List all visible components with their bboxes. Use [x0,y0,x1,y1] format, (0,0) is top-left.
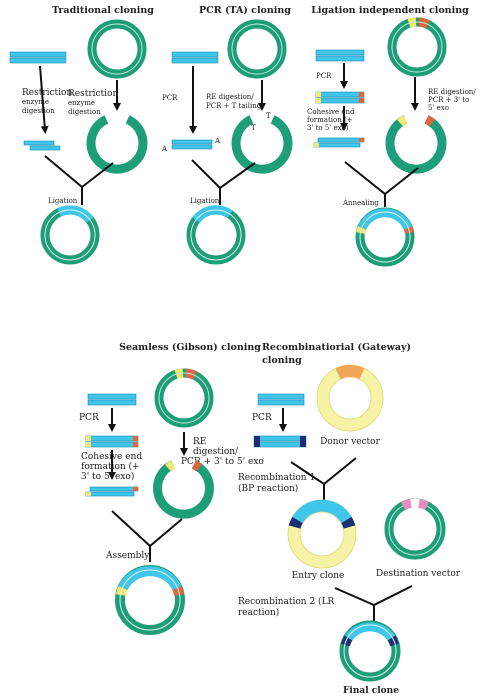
panel-title-gateway: Recombinatiorial (Gateway) cloning [262,342,414,366]
a-overhang-right: A [214,137,221,145]
pcr-product-with-ends [315,91,365,104]
insert-fragment [171,51,219,64]
panel-title-traditional: Traditional cloning [52,5,154,16]
cohesive-end-label: Cohesive end formation (+ 3' to 5' exo) [81,452,145,482]
entry-clone [287,499,357,569]
pcr-product-with-ends [85,435,139,448]
join-lines [334,585,413,622]
annealing-label: Annealing [342,199,379,207]
insert-fragment [87,393,137,406]
panel-lic: Ligation independent cloning PCR Cohesiv… [307,5,478,267]
pcr-label: PCR [316,72,332,80]
panel-title-lic: Ligation independent cloning [311,5,469,16]
recombination2-label: Recombination 2 (LR reaction) [238,596,337,618]
digested-insert [23,140,61,151]
cohesive-insert [313,137,365,148]
recombinant-plasmid [186,205,246,265]
destination-vector [384,498,446,560]
panel-title-gibson: Seamless (Gibson) cloning [119,342,261,353]
insert-fragment [315,49,365,62]
join-lines [344,161,419,207]
join-lines [44,155,114,205]
final-clone [339,620,401,682]
panel-pcr-ta: PCR (TA) cloning PCR A A RE digestion/ P… [161,5,293,265]
panel-gibson: Seamless (Gibson) cloning PCR Cohesive e… [79,342,264,635]
vector-plasmid [227,19,287,79]
re-digestion-label: RE digestion/ PCR + 3' to 5' exo [428,88,478,112]
join-lines [290,457,357,500]
t-overhang-left: T [251,124,256,132]
open-vector [86,115,148,174]
re-digestion-label: RE digestion/ PCR + T tailing [206,93,262,110]
panel-title-pcr-ta: PCR (TA) cloning [199,5,291,16]
vector-plasmid [154,368,214,428]
panel-gateway: Recombinatiorial (Gateway) cloning PCR D… [238,342,461,696]
cohesive-end-label: Cohesive end formation (+ 3' to 5' exo) [307,108,357,132]
recombinant-plasmid [40,205,100,265]
pcr-label: PCR [162,94,178,102]
restriction-label-right: Restriction enzyme digestion [68,89,121,116]
assembly-label: Assembly [105,551,150,561]
pcr-product [171,139,213,150]
arrow [39,65,49,134]
final-clone-label: Final clone [343,686,399,696]
att-flanked-product [253,435,307,448]
destination-vector-label: Destination vector [376,569,461,579]
recombination1-label: Recombination 1 (BP reaction) [238,473,318,494]
open-vector [231,115,293,174]
insert-fragment [257,393,305,406]
a-overhang-left: A [161,145,168,153]
open-vector [153,460,214,519]
vector-plasmid [87,19,147,79]
panel-traditional: Traditional cloning Restriction enzyme d… [9,5,154,265]
vector-plasmid [387,17,447,77]
restriction-label-left: Restriction enzyme digestion [22,88,75,115]
recombinant-plasmid [115,565,185,635]
recombinant-plasmid [355,207,415,267]
insert-fragment [9,51,67,64]
entry-clone-label: Entry clone [292,571,345,581]
donor-vector-label: Donor vector [320,437,380,447]
pcr-label: PCR [79,413,99,423]
t-overhang-right: T [266,112,271,120]
re-digestion-label: RE digestion/ PCR + 3' to 5' exo [181,437,264,467]
ligation-label: Ligation [190,197,220,205]
cohesive-insert [85,486,139,497]
join-lines [111,510,183,562]
ligation-label: Ligation [48,197,78,205]
donor-vector [316,364,384,432]
join-lines [191,159,256,205]
open-vector [385,115,447,174]
pcr-label: PCR [252,413,272,423]
